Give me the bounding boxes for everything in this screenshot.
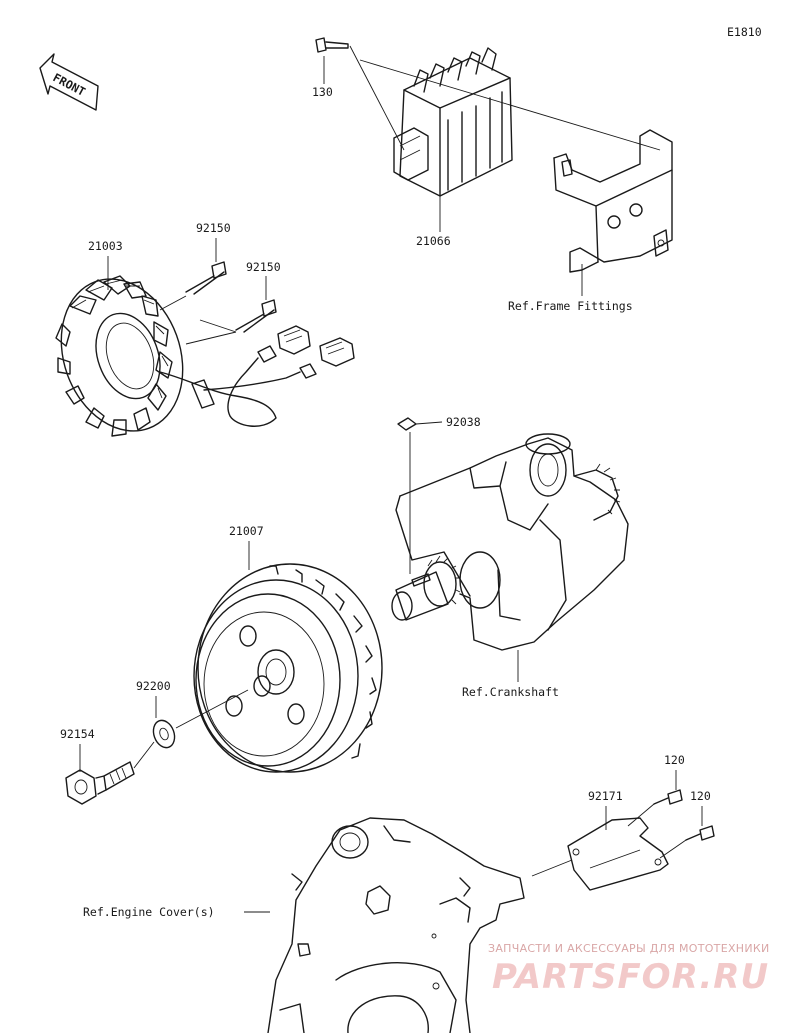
stator-wire-harness: [159, 325, 355, 427]
ref-crankshaft: Ref.Crankshaft: [462, 685, 559, 699]
part-number-120-a: 120: [664, 753, 685, 767]
bolt-92154-icon: [65, 761, 135, 805]
watermark-logo: ЗАПЧАСТИ И АКСЕССУАРЫ ДЛЯ МОТОТЕХНИКИ PA…: [488, 942, 770, 997]
part-number-92150-b: 92150: [246, 260, 281, 274]
bolt-92150-a-icon: [185, 261, 227, 295]
bolt-92150-b-icon: [235, 299, 277, 333]
watermark-tagline: ЗАПЧАСТИ И АКСЕССУАРЫ ДЛЯ МОТОТЕХНИКИ: [488, 942, 770, 955]
washer-92200-icon: [152, 719, 176, 749]
part-number-92171: 92171: [588, 789, 623, 803]
guide-92171: [567, 817, 669, 891]
stator-21003: [55, 275, 184, 437]
bolt-120-a-icon: [653, 789, 683, 805]
bolt-130-icon: [315, 37, 349, 53]
diagram-id: E1810: [727, 25, 762, 39]
part-number-21003: 21003: [88, 239, 123, 253]
crankshaft: [391, 433, 629, 651]
regulator-rectifier-21066: [393, 47, 513, 197]
ref-engine-cover: Ref.Engine Cover(s): [83, 905, 215, 919]
bolt-120-b-icon: [685, 825, 715, 841]
part-number-21066: 21066: [416, 234, 451, 248]
flywheel-rotor-21007: [193, 563, 383, 773]
part-number-92200: 92200: [136, 679, 171, 693]
front-label: FRONT: [51, 70, 88, 99]
part-number-130: 130: [312, 85, 333, 99]
part-number-92154: 92154: [60, 727, 95, 741]
front-arrow-icon: FRONT: [39, 53, 99, 111]
watermark-brand: PARTSFOR.RU: [492, 957, 769, 997]
woodruff-key-92038-icon: [397, 417, 417, 431]
part-number-92038: 92038: [446, 415, 481, 429]
engine-cover: [267, 817, 525, 1033]
part-number-92150-a: 92150: [196, 221, 231, 235]
frame-fitting-bracket: [553, 129, 673, 273]
ref-frame-fittings: Ref.Frame Fittings: [508, 299, 633, 313]
part-number-120-b: 120: [690, 789, 711, 803]
part-number-21007: 21007: [229, 524, 264, 538]
